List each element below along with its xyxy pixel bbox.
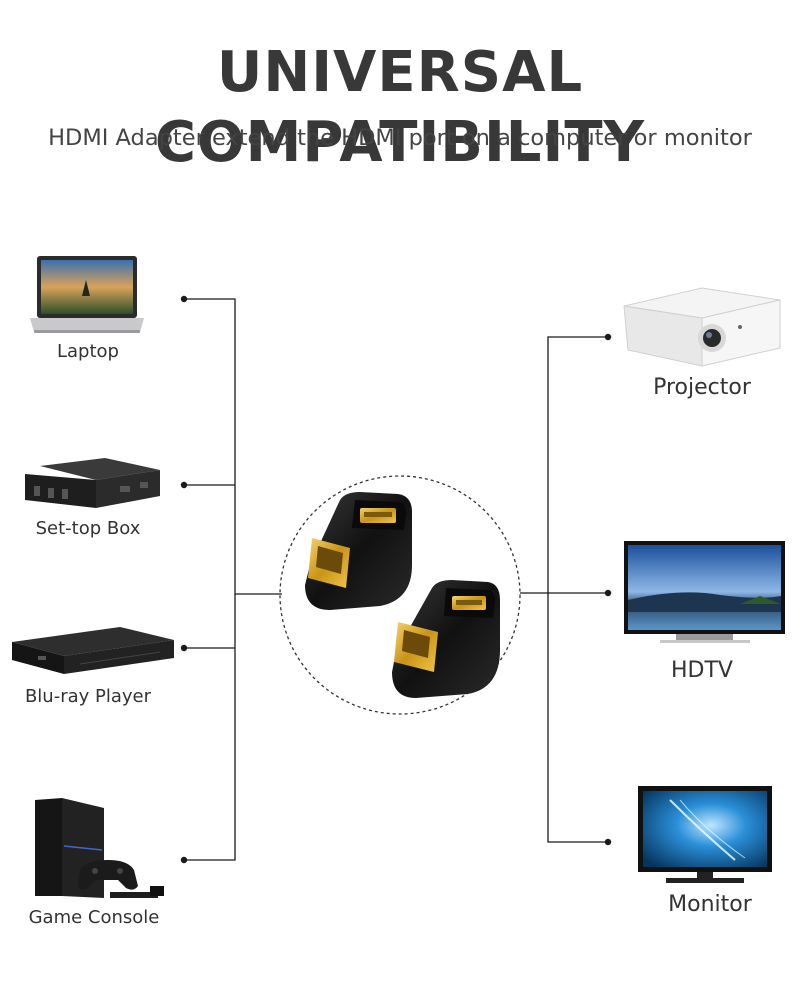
- blu-ray-player-label: Blu-ray Player: [24, 686, 152, 707]
- set-top-box-label: Set-top Box: [35, 518, 141, 539]
- right-connector-dots: [604, 333, 612, 846]
- projector-icon: [623, 287, 781, 367]
- right-connector-lines: [520, 336, 608, 843]
- hdtv-icon: [624, 541, 785, 643]
- game-console-label: Game Console: [28, 907, 160, 928]
- projector-label: Projector: [653, 375, 751, 400]
- laptop-icon: [30, 256, 144, 333]
- monitor-icon: [638, 786, 772, 883]
- monitor-label: Monitor: [668, 892, 752, 917]
- center-dashed-circle: [279, 475, 521, 715]
- hdtv-label: HDTV: [671, 658, 733, 683]
- game-console-icon: [35, 798, 164, 898]
- left-connector-lines: [184, 298, 282, 861]
- set-top-box-icon: [25, 458, 160, 508]
- page-title: UNIVERSAL COMPATIBILITY: [154, 40, 646, 175]
- left-connector-dots: [180, 295, 188, 864]
- hdmi-adapter-icon: [305, 492, 500, 698]
- laptop-label: Laptop: [57, 341, 119, 362]
- blu-ray-player-icon: [12, 627, 174, 674]
- page-subtitle: HDMI Adapter extend the HDMI port on a c…: [48, 125, 752, 151]
